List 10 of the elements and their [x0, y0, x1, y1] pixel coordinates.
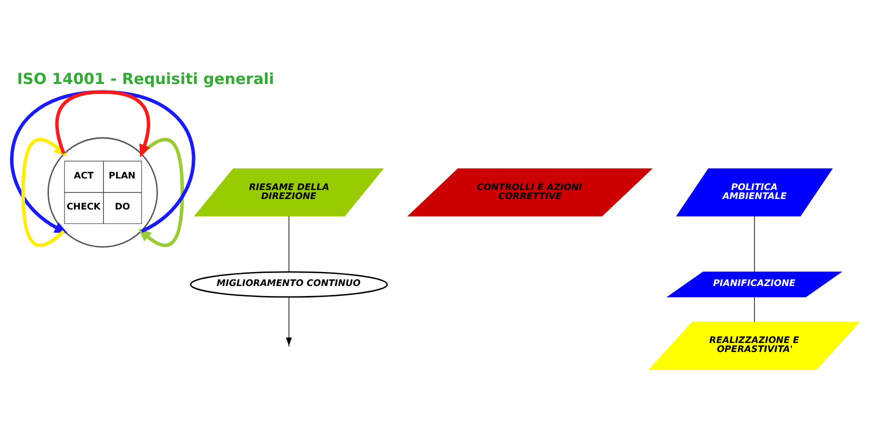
arrow	[10, 90, 195, 234]
arrow	[55, 90, 150, 158]
node-ellipse: MIGLIORAMENTO CONTINUO	[190, 271, 388, 298]
node-circle: ACT PLAN CHECK DO	[47, 137, 158, 248]
arrow	[138, 138, 184, 248]
connector	[288, 216, 290, 272]
arrow	[286, 296, 292, 346]
diagram-title: ISO 14001 - Requisiti generali	[16, 70, 274, 88]
connector	[754, 216, 755, 272]
connector	[754, 296, 755, 322]
